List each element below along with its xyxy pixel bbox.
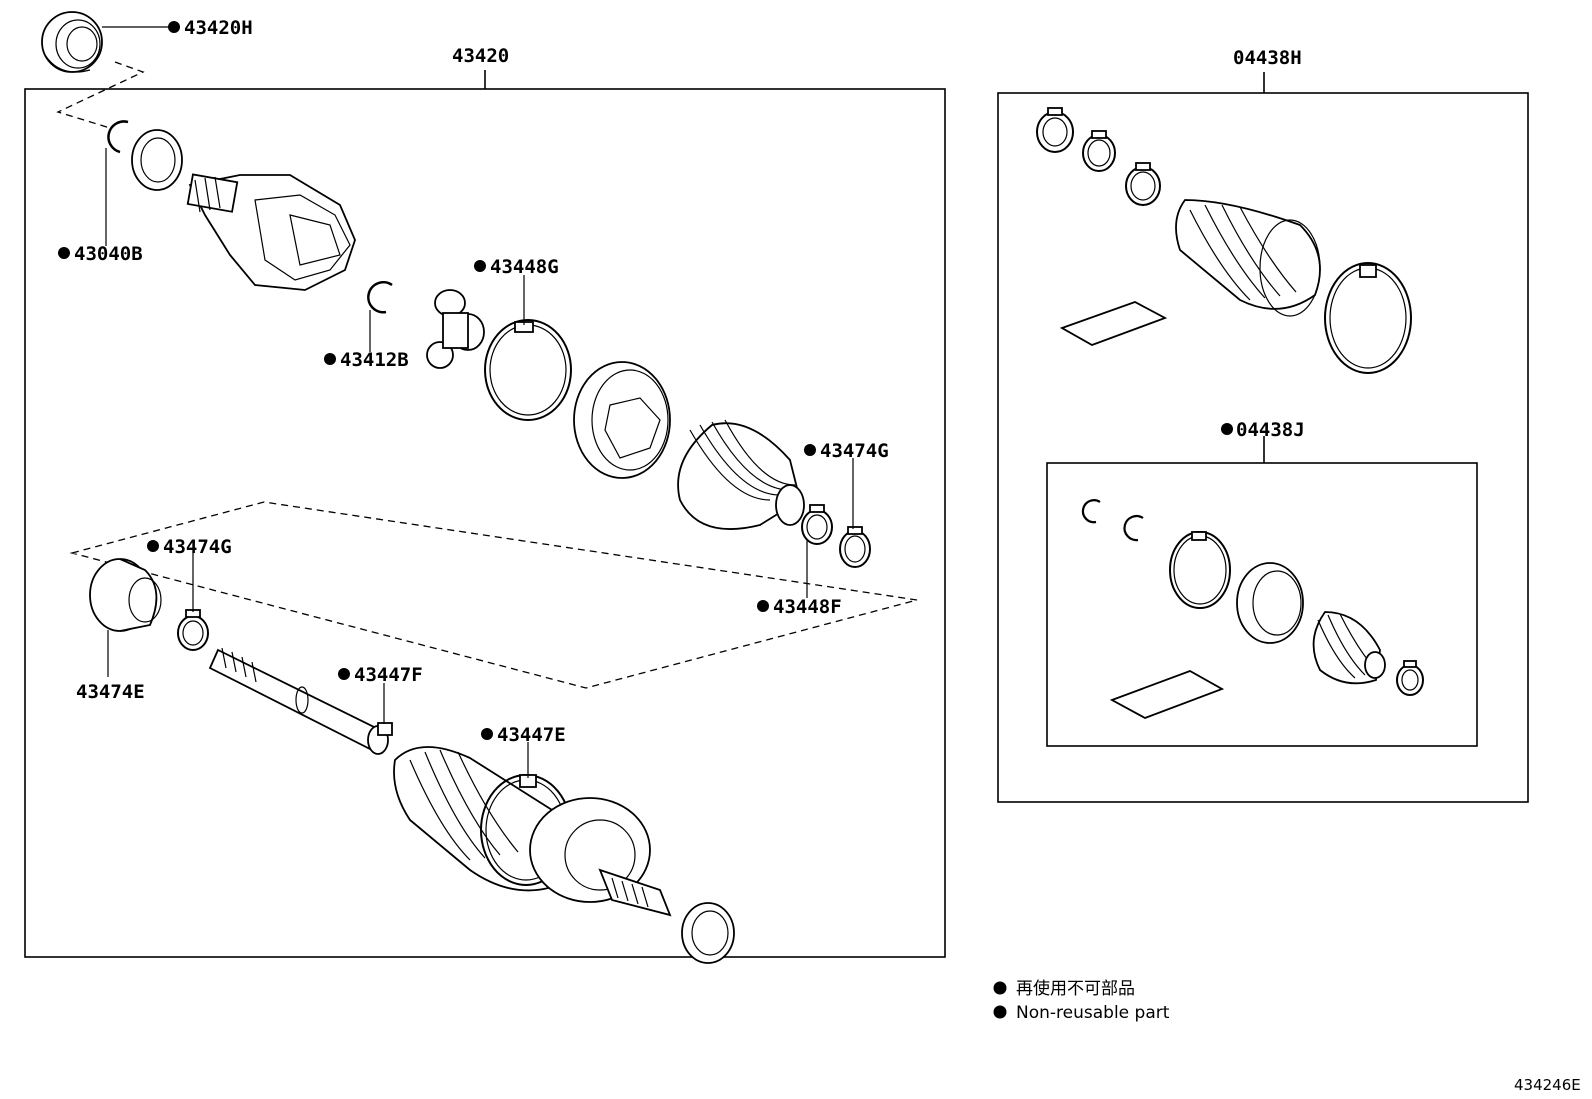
callout-43420H: 43420H [102,17,253,39]
part-43412B-snap-ring [367,280,393,314]
callout-43448F: 43448F [757,540,842,618]
part-43474G-clamp-lower [177,609,209,651]
legend: 再使用不可部品 Non-reusable part [993,978,1170,1023]
inner-boot-kit-frame: 04438J [1046,419,1478,747]
filled-circle-icon [324,353,336,365]
callout-43447F: 43447F [338,664,423,724]
part-43474E-dynamic-damper [89,558,162,632]
part-43448G-boot-clamp [484,319,572,421]
filled-circle-icon [147,540,159,552]
part-inner-boot [677,419,805,530]
part-43040B-snap-ring [107,120,129,154]
label-43474G-upper: 43474G [820,440,889,462]
label-43448F: 43448F [773,596,842,618]
assembly-label-04438J: 04438J [1236,419,1305,441]
part-outer-seal [681,902,735,964]
filled-circle-icon [338,668,350,680]
callout-43474G-lower: 43474G [147,536,232,612]
filled-circle-icon [757,600,769,612]
label-43447E: 43447E [497,724,566,746]
label-43412B: 43412B [340,349,409,371]
label-43420H: 43420H [184,17,253,39]
legend-english: Non-reusable part [1016,1003,1170,1023]
filled-circle-icon [58,247,70,259]
kit-04438H-contents [1036,107,1412,374]
filled-circle-icon [168,21,180,33]
part-43474G-clamp-upper [839,526,871,568]
callout-43040B: 43040B [58,148,143,265]
part-43448F-clamp [801,504,833,545]
legend-japanese: 再使用不可部品 [1016,978,1135,999]
assembly-label-43420: 43420 [452,45,509,67]
callout-43412B: 43412B [324,310,409,371]
assembly-label-04438H: 04438H [1233,47,1302,69]
callout-43448G: 43448G [474,256,559,325]
label-43040B: 43040B [74,243,143,265]
part-outer-joint [529,797,672,917]
filled-circle-icon [993,981,1007,995]
label-43448G: 43448G [490,256,559,278]
main-assembly-frame: 43420 [24,45,946,958]
filled-circle-icon [993,1005,1007,1019]
part-43447F-clamp [377,722,393,736]
label-43474G-lower: 43474G [163,536,232,558]
dashed-guides [56,61,918,689]
part-inner-joint-housing [186,173,356,291]
filled-circle-icon [474,260,486,272]
outer-boot-kit-frame: 04438H [997,47,1529,803]
figure-id: 434246E [1514,1076,1581,1094]
filled-circle-icon [804,444,816,456]
callout-43447E: 43447E [481,724,566,778]
part-damper-ring [573,361,671,479]
part-oil-seal [131,129,183,191]
part-tripod-joint [426,289,485,369]
callout-43474G-upper: 43474G [804,440,889,529]
callout-43474E: 43474E [76,630,145,703]
filled-circle-icon [1221,423,1233,435]
label-43447F: 43447F [354,664,423,686]
filled-circle-icon [481,728,493,740]
part-43420H-dust-cover [41,11,103,73]
label-43474E: 43474E [76,681,145,703]
kit-04438J-contents [1081,499,1424,719]
